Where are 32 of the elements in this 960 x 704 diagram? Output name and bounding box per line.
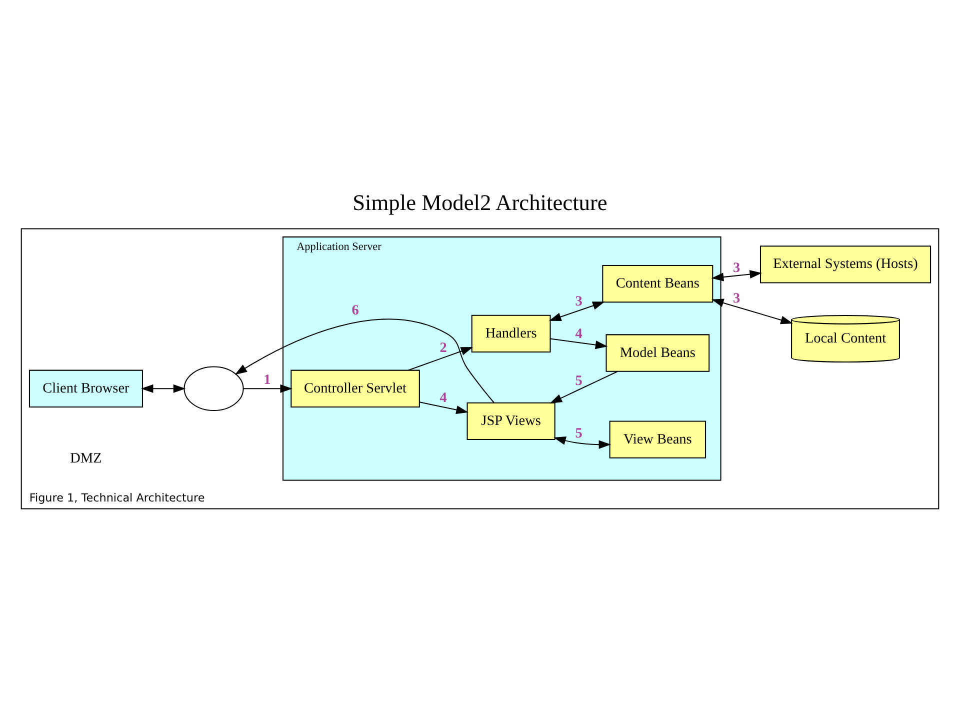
edge-label: 1 (264, 371, 271, 388)
edge-label: 5 (575, 372, 582, 388)
node-box: Model Beans (606, 334, 710, 372)
node-box: Content Beans (602, 264, 714, 302)
edge-label: 3 (575, 292, 582, 309)
node-box: External Systems (Hosts) (760, 245, 932, 283)
node-box: JSP Views (466, 402, 556, 440)
node-cloud (184, 366, 244, 411)
diagram-title: Simple Model2 Architecture (352, 190, 608, 215)
node-box: Handlers (471, 314, 551, 352)
arrow (550, 338, 608, 349)
arrow (548, 301, 605, 320)
node-box: Client Browser (28, 369, 143, 407)
edge-label: 4 (575, 325, 582, 342)
edge-label: 6 (352, 302, 359, 318)
label: DMZ (70, 450, 102, 466)
arrow (711, 298, 793, 324)
arrow (420, 401, 468, 414)
arrow (554, 436, 612, 448)
arrow (408, 346, 474, 370)
node-box: Controller Servlet (290, 369, 420, 407)
arrow (234, 318, 494, 402)
arrow (711, 270, 762, 281)
edge-label: 2 (440, 340, 447, 356)
arrow (550, 370, 618, 403)
arrow (243, 384, 292, 392)
node-box: View Beans (609, 420, 706, 458)
edge-label: 4 (440, 390, 447, 406)
edge-label: 3 (733, 290, 740, 306)
edge-label: 5 (575, 425, 582, 442)
edge-label: 3 (733, 259, 740, 276)
arrow (140, 384, 186, 392)
